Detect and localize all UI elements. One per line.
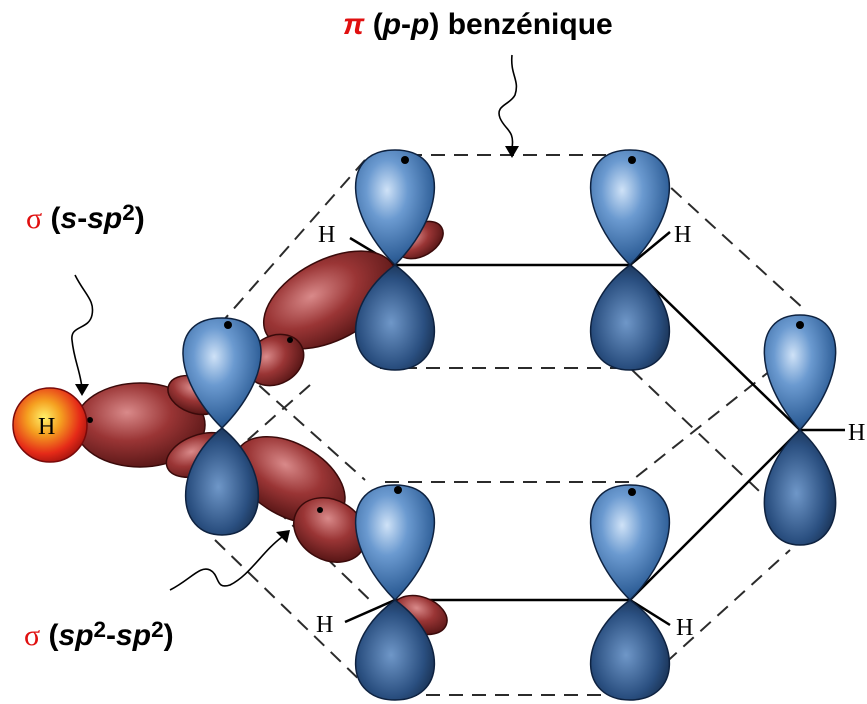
hydrogen-s-orbital (12, 387, 88, 463)
sigma-exp-b: 2 (151, 617, 164, 642)
p-orbital-upper-lobe (182, 317, 262, 430)
sigma-close-paren: ) (163, 618, 174, 652)
sigma-open-paren: ( (50, 201, 61, 235)
sigma-sp2-sp2-callout-arrow (169, 536, 283, 591)
pi-dash: - (401, 8, 412, 41)
sigma-s-sp2-label: σ (s-sp2) (26, 200, 145, 236)
h-label: H (318, 222, 335, 248)
pi-callout-arrow (498, 54, 518, 149)
p-orbital-upper-lobe (589, 149, 671, 267)
sigma-s-sp2-callout-arrow (71, 274, 94, 389)
sigma-exp: 2 (122, 200, 135, 225)
pi-overlap-outline (214, 154, 806, 696)
callout-arrows (71, 54, 518, 591)
h-label-sphere: H (38, 414, 55, 440)
pi-p2: p (411, 8, 430, 41)
p-orbital-lower-lobe (589, 264, 671, 371)
sigma-exp-a: 2 (93, 617, 107, 642)
sigma-sp: sp (87, 201, 123, 235)
p-orbital-upper-lobe (354, 484, 436, 602)
h-label: H (676, 615, 693, 641)
sigma-open-paren: ( (48, 618, 59, 652)
pi-symbol: π (343, 8, 365, 41)
electron-dots (87, 156, 804, 513)
pi-benzene-text: benzénique (447, 8, 613, 41)
p-orbital-lower-lobe (354, 599, 436, 701)
sigma-sp-b: sp (116, 618, 152, 652)
sigma-dash: - (106, 618, 117, 652)
sigma-symbol: σ (24, 618, 41, 652)
sigma-sp2-sp2-label: σ (sp2-sp2) (24, 617, 174, 653)
sigma-sp-a: sp (58, 618, 94, 652)
arrow-heads (75, 146, 519, 543)
p-orbital-lower-lobe (354, 264, 436, 371)
p-orbital-upper-lobe (354, 149, 436, 267)
sigma-bond-framework (344, 231, 845, 627)
h-label: H (674, 222, 691, 248)
p-orbital-upper-lobe (589, 484, 671, 602)
h-label: H (316, 612, 333, 638)
p-orbital-lower-lobe (589, 599, 671, 701)
sigma-symbol: σ (26, 201, 43, 235)
p-orbital-upper-lobe (763, 314, 837, 432)
pi-p1: p (382, 8, 402, 41)
sigma-close-paren: ) (134, 201, 145, 235)
p-orbital-lower-lobe (184, 427, 260, 536)
h-label: H (848, 420, 865, 446)
p-orbital-lower-lobe (763, 428, 837, 546)
p-orbitals (182, 149, 837, 701)
pi-benzene-label: π (p-p) benzénique (343, 8, 613, 42)
pi-close-paren: ) (429, 8, 440, 41)
pi-open-paren: ( (372, 8, 383, 41)
sigma-dash: - (77, 201, 88, 235)
hydrogen-labels: H H H H H H (38, 222, 865, 641)
sigma-s: s (60, 201, 78, 235)
